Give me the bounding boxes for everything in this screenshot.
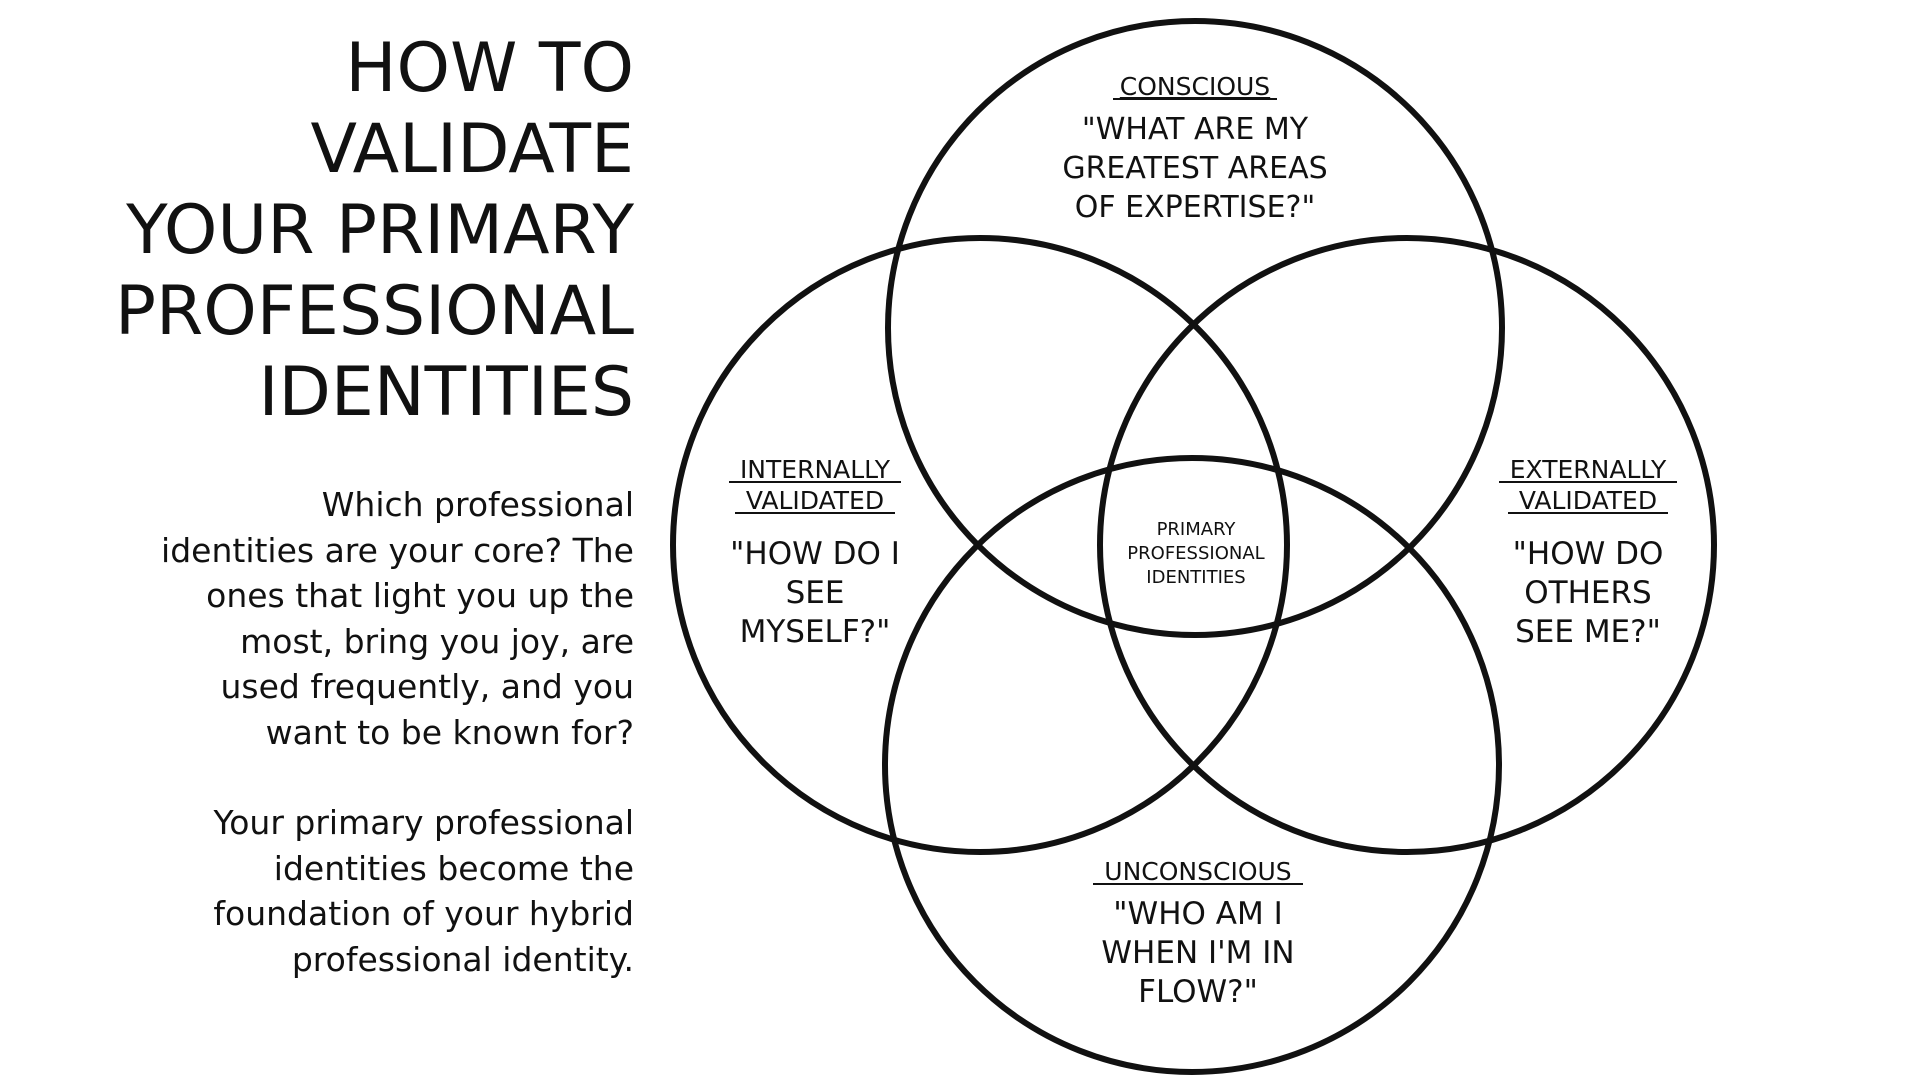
intro-paragraph: Which professional identities are your c…	[40, 482, 634, 755]
unconscious-question-line: FLOW?"	[1138, 974, 1258, 1010]
title-line: HOW TO	[345, 29, 634, 108]
paragraph-line: identities are your core? The	[161, 530, 634, 570]
paragraph-line: identities become the	[273, 848, 634, 888]
internally-question-line: SEE	[786, 575, 845, 611]
paragraph-line: professional identity.	[291, 939, 634, 979]
conscious-question-line: GREATEST AREAS	[1062, 151, 1327, 186]
circle-unconscious	[882, 455, 1502, 1075]
unconscious-heading: UNCONSCIOUS	[1104, 857, 1291, 886]
paragraph-line: most, bring you joy, are	[240, 621, 634, 661]
externally-heading-line: VALIDATED	[1519, 486, 1657, 515]
internally-heading-line: INTERNALLY	[740, 455, 891, 484]
conscious-heading: CONSCIOUS	[1120, 72, 1270, 101]
conscious-question-line: "WHAT ARE MY	[1082, 112, 1309, 147]
center-label-line: IDENTITIES	[1146, 567, 1245, 588]
paragraph-line: Your primary professional	[213, 803, 634, 842]
internally-question-line: "HOW DO I	[730, 536, 900, 572]
paragraph-line: ones that light you up the	[206, 576, 634, 615]
externally-heading-line: EXTERNALLY	[1510, 455, 1667, 484]
page-title: HOW TO VALIDATE YOUR PRIMARY PROFESSIONA…	[40, 28, 634, 433]
circle-conscious	[885, 18, 1505, 638]
title-line: PROFESSIONAL	[114, 272, 634, 351]
unconscious-question-line: "WHO AM I	[1113, 896, 1282, 932]
conscious-question-line: OF EXPERTISE?"	[1075, 190, 1316, 225]
conclusion-paragraph: Your primary professional identities bec…	[40, 800, 634, 982]
title-line: IDENTITIES	[258, 353, 634, 432]
internally-heading-line: VALIDATED	[746, 486, 884, 515]
paragraph-line: want to be known for?	[265, 712, 634, 752]
paragraph-line: foundation of your hybrid	[213, 894, 634, 933]
title-line: VALIDATE	[310, 110, 634, 189]
externally-question-line: SEE ME?"	[1515, 614, 1661, 650]
internally-question-line: MYSELF?"	[740, 614, 891, 650]
circle-externally-validated	[1097, 235, 1717, 855]
center-label-line: PRIMARY	[1157, 519, 1237, 540]
paragraph-line: Which professional	[321, 485, 634, 524]
externally-question-line: OTHERS	[1524, 575, 1651, 611]
center-label-line: PROFESSIONAL	[1127, 543, 1264, 564]
title-line: YOUR PRIMARY	[126, 191, 634, 270]
circle-internally-validated	[670, 235, 1290, 855]
externally-question-line: "HOW DO	[1513, 536, 1664, 572]
paragraph-line: used frequently, and you	[220, 667, 634, 706]
unconscious-question-line: WHEN I'M IN	[1101, 935, 1294, 971]
